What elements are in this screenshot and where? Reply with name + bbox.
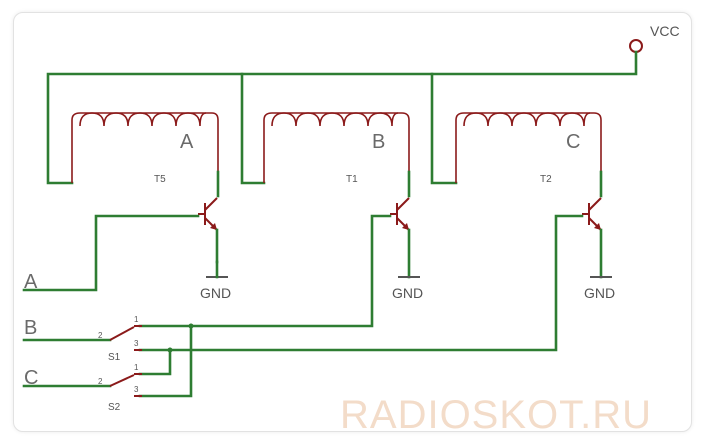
input-a-label: A: [24, 271, 38, 293]
coil-b: B: [263, 112, 410, 183]
switch-s1: 2 1 3 S1: [22, 315, 142, 363]
cross-wire-1: [138, 324, 193, 398]
t1-gnd-label: GND: [392, 285, 423, 301]
coil-c: C: [455, 112, 602, 183]
s1-pin3-wire: [138, 214, 584, 352]
t5-gnd-label: GND: [200, 285, 231, 301]
s1-designator: S1: [108, 352, 121, 363]
s2-designator: S2: [108, 402, 121, 413]
t5-designator: T5: [154, 174, 166, 185]
vcc-bus: [46, 50, 638, 185]
input-a-wire: [22, 214, 200, 292]
vcc-terminal-icon: [629, 39, 643, 53]
coil-b-label: B: [372, 131, 385, 153]
coil-c-label: C: [566, 131, 580, 153]
s1-pin-3: 3: [134, 339, 139, 348]
s2-pin-1: 1: [134, 363, 139, 372]
switch-s2: 2 1 3 S2: [22, 363, 142, 413]
t2-gnd-label: GND: [584, 285, 615, 301]
emitter-arrow-icon: [594, 223, 601, 230]
s1-pin1-wire: [138, 214, 392, 328]
t2-designator: T2: [540, 174, 552, 185]
junction-dot: [188, 323, 194, 329]
switch-lever-icon: [109, 374, 135, 387]
vcc-label: VCC: [650, 23, 680, 39]
cross-wire-2: [138, 348, 172, 376]
coil-a: A: [71, 112, 219, 183]
transistor-t2: T2 GND: [540, 174, 615, 301]
switch-lever-icon: [109, 326, 135, 341]
emitter-arrow-icon: [402, 223, 409, 230]
s1-pin-1: 1: [134, 315, 139, 324]
s1-pin-common: 2: [98, 331, 103, 340]
schematic-frame: [13, 12, 692, 432]
input-b-label: B: [24, 317, 37, 339]
junction-dot: [167, 347, 173, 353]
vcc-terminal: VCC: [629, 23, 680, 53]
transistor-t1: T1 GND: [346, 174, 423, 301]
watermark: RADIOSKOT.RU: [340, 393, 652, 437]
transistor-t5: T5 GND: [154, 174, 231, 301]
coil-a-label: A: [180, 131, 194, 153]
emitter-arrow-icon: [210, 223, 217, 230]
t1-designator: T1: [346, 174, 358, 185]
s2-pin-3: 3: [134, 385, 139, 394]
input-c-label: C: [24, 367, 38, 389]
s2-pin-common: 2: [98, 377, 103, 386]
